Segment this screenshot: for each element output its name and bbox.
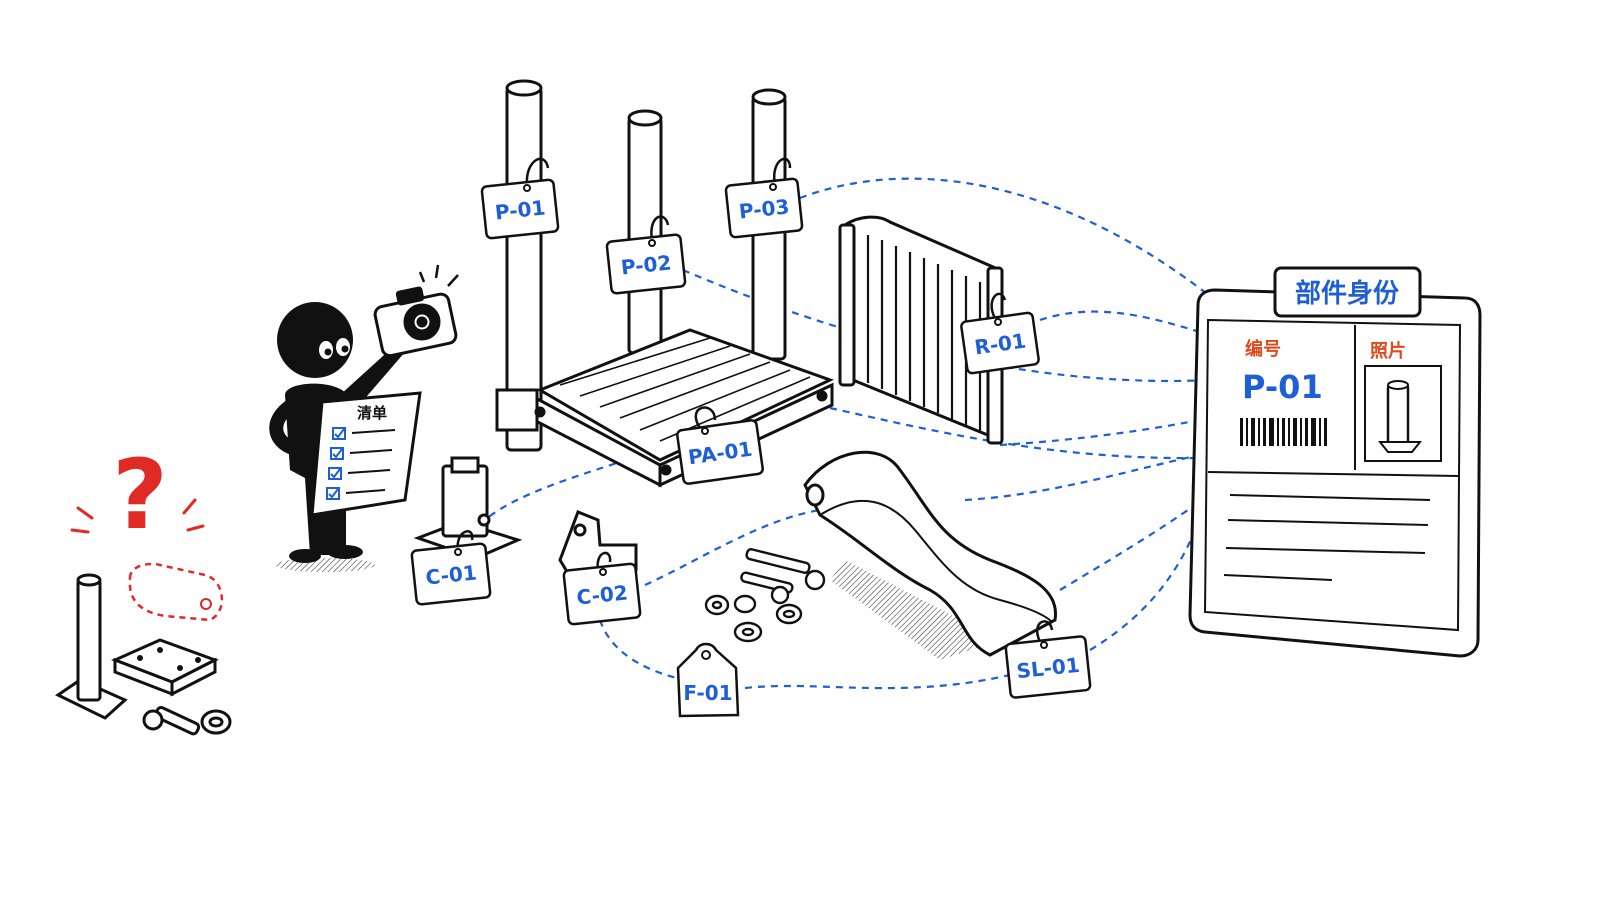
link-f01-sl01 — [744, 673, 1011, 690]
tag-pa01: PA-01 — [676, 406, 764, 485]
tag-sl01: SL-01 — [1004, 620, 1092, 699]
tag-c01-label: C-01 — [424, 560, 478, 589]
tag-c02-label: C-02 — [575, 580, 629, 609]
link-sl01-card-b — [1059, 504, 1196, 591]
card-photo-label: 照片 — [1370, 340, 1406, 362]
link-sl01-card — [1089, 529, 1197, 651]
tag-c01: C-01 — [410, 530, 492, 606]
tag-p01: P-01 — [480, 157, 560, 240]
unidentified-parts: ? — [55, 439, 232, 736]
barcode-icon — [1240, 418, 1327, 446]
card-id-value: P-01 — [1242, 368, 1323, 406]
card-id-label: 编号 — [1245, 338, 1281, 360]
tag-f01: F-01 — [676, 642, 740, 718]
post-p02 — [627, 116, 663, 355]
photo-thumbnail — [1364, 365, 1442, 462]
tag-r01: R-01 — [960, 292, 1040, 375]
link-c02-slide — [644, 508, 821, 587]
link-p02-card — [682, 268, 1211, 382]
tag-c02: C-02 — [562, 551, 642, 626]
part-identity-card: 部件身份 编号 照片 P-01 — [1188, 266, 1482, 658]
tag-f01-label: F-01 — [683, 681, 732, 705]
link-p03-card — [799, 177, 1216, 301]
tag-p03-label: P-03 — [738, 194, 791, 223]
checklist-clipboard: 清单 — [310, 391, 422, 517]
link-platform-card — [829, 406, 1201, 460]
link-rail-card — [999, 416, 1211, 447]
link-pa01-c01 — [484, 453, 641, 521]
slide — [803, 450, 1058, 660]
connector-c01 — [413, 456, 523, 560]
link-c02-f01 — [598, 619, 686, 682]
missing-tag-outline — [128, 562, 224, 622]
checklist-title: 清单 — [357, 404, 387, 422]
link-slide-card — [964, 453, 1201, 502]
fasteners — [704, 548, 826, 643]
tag-p02-label: P-02 — [620, 250, 673, 279]
tag-p02: P-02 — [605, 215, 687, 295]
question-mark-icon: ? — [112, 439, 168, 551]
card-title: 部件身份 — [1295, 278, 1399, 309]
tag-p03: P-03 — [724, 157, 804, 239]
platform-top — [536, 328, 834, 462]
camera-icon — [373, 264, 459, 358]
link-r01-card — [1039, 310, 1211, 337]
tag-p01-label: P-01 — [494, 195, 547, 224]
